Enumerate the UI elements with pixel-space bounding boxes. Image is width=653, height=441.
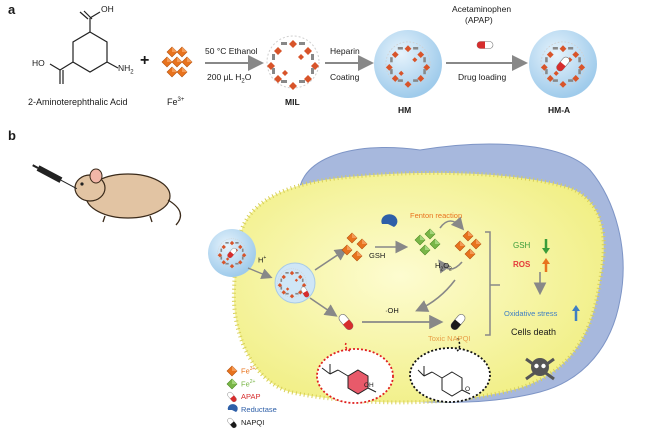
fenton-cycle-bottom (438, 259, 463, 274)
syringe-icon (32, 164, 78, 190)
reductase-icon (227, 404, 238, 412)
plus-sign: + (140, 52, 150, 69)
hydroxyl-radical-label: ·OH (385, 306, 399, 315)
oxidative-stress-label: Oxidative stress (504, 309, 558, 318)
skull-icon (525, 357, 555, 381)
hma-label: HM-A (548, 105, 571, 115)
hm-sphere (374, 30, 442, 98)
apap-molecule (321, 364, 377, 395)
hm-label: HM (398, 105, 412, 115)
panel-a-label: a (8, 2, 16, 17)
step3-top2-label: (APAP) (465, 15, 493, 25)
fe3-reactant-label: Fe3+ (167, 97, 185, 107)
gsh-inner-label: GSH (369, 251, 386, 260)
fe3-diamond-icon (226, 365, 238, 377)
legend-fe2: Fe2+ (241, 379, 256, 389)
mouse-illustration (74, 168, 182, 226)
oh-group-top: OH (101, 4, 114, 14)
napqi-capsule-icon (226, 416, 238, 430)
legend-napqi: NAPQI (241, 418, 265, 427)
fenton-cycle-top (439, 216, 465, 231)
panel-b-label: b (8, 128, 16, 143)
reductase-cell-icon (381, 214, 398, 227)
nh2-group: NH2 (118, 63, 134, 76)
ho-group-left: HO (32, 58, 45, 68)
napqi-o-label: O (465, 386, 471, 393)
aminoterephthalic-structure (49, 10, 119, 84)
ros-side-label: ROS (513, 260, 531, 269)
step1-bottom-label: 200 μL H2O (207, 72, 252, 85)
mil-framework (266, 35, 320, 91)
gsh-down-arrow (542, 239, 550, 254)
toxic-napqi-label: Toxic NAPQI (428, 334, 471, 343)
oxidative-up-arrow (572, 305, 580, 321)
outcome-bracket (485, 231, 491, 336)
legend-fe3: Fe3+ (241, 366, 256, 376)
legend-reductase: Reductase (241, 405, 277, 414)
mil-label: MIL (285, 97, 300, 107)
cell-body (231, 170, 606, 405)
fenton-reaction-label: Fenton reaction (410, 211, 463, 220)
step2-top-label: Heparin (330, 46, 360, 56)
apap-oh-label: OH (364, 382, 374, 389)
step3-bottom-label: Drug loading (458, 72, 507, 82)
endosome (274, 262, 316, 304)
fe2-diamond-icon (226, 378, 238, 390)
legend-apap: APAP (241, 392, 261, 401)
h2o2-label: H2O2 (435, 261, 452, 273)
cells-death-label: Cells death (511, 327, 557, 337)
proton-label: H+ (258, 255, 267, 265)
napqi-molecule-bubble (409, 347, 491, 403)
fe3-cluster-reactant (161, 46, 193, 78)
reactant1-label: 2-Aminoterephthalic Acid (28, 97, 128, 107)
apap-capsule-icon (226, 390, 238, 404)
napqi-molecule (417, 366, 471, 397)
step1-top-label: 50 °C Ethanol (205, 46, 258, 56)
ros-up-arrow (542, 258, 550, 272)
step3-top1-label: Acetaminophen (452, 4, 512, 14)
apap-capsule-top (476, 41, 494, 49)
step2-bottom-label: Coating (330, 72, 360, 82)
gsh-side-label: GSH (513, 241, 531, 250)
